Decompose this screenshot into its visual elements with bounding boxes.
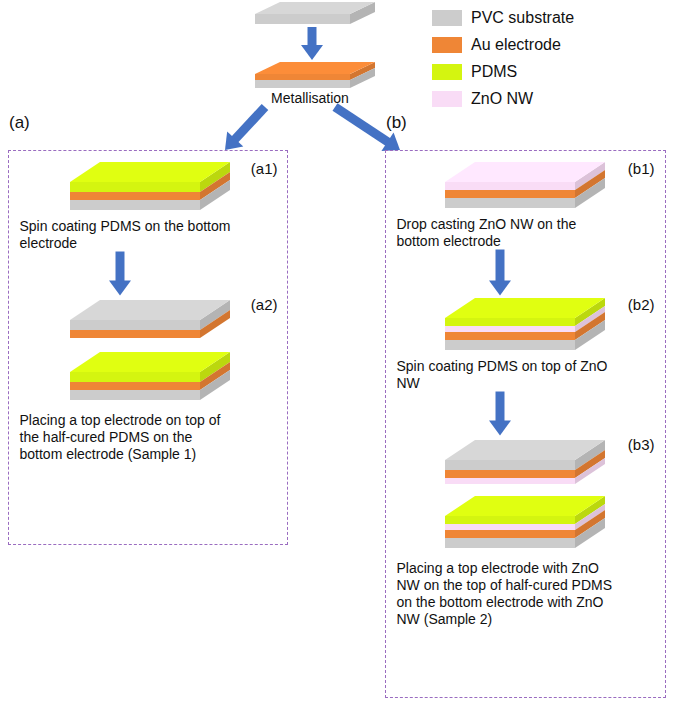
process-step: (b1) Drop casting ZnO NW on the bottom el… xyxy=(391,160,661,250)
legend-swatch xyxy=(432,10,462,26)
route-heading: (a) xyxy=(9,113,287,133)
step-number: (b2) xyxy=(391,296,661,314)
process-route-box: (b)(b1)Drop casting ZnO NW on the bottom… xyxy=(385,150,666,698)
legend-swatch xyxy=(432,37,462,53)
legend-label: PVC substrate xyxy=(471,8,574,27)
layer-front xyxy=(445,538,575,548)
layer-side xyxy=(575,458,605,484)
arrow-shaft xyxy=(335,107,388,142)
layer-top xyxy=(445,162,605,182)
layer-front xyxy=(70,182,200,192)
process-arrow xyxy=(489,392,511,436)
arrow-shaft xyxy=(496,392,505,422)
legend-label: Au electrode xyxy=(471,35,561,54)
layer-front xyxy=(445,182,575,190)
process-arrow xyxy=(225,107,265,150)
arrow-shaft xyxy=(116,252,125,282)
step-caption: Spin coating PDMS on the bottom electrod… xyxy=(14,218,235,252)
layer-top xyxy=(445,496,605,516)
legend-label: PDMS xyxy=(471,62,517,81)
layer-top xyxy=(70,300,230,320)
arrow-head xyxy=(301,45,323,60)
layer-front xyxy=(445,190,575,198)
layer-front xyxy=(445,470,575,478)
process-arrow xyxy=(308,27,317,47)
step-caption: Drop casting ZnO NW on the bottom electr… xyxy=(391,216,619,250)
layer-stack xyxy=(255,62,375,88)
legend-swatch xyxy=(432,64,462,80)
layer-front xyxy=(70,330,200,338)
arrow-shaft xyxy=(235,107,265,140)
legend-entry: Au electrode xyxy=(432,35,561,54)
layer-top xyxy=(70,162,230,182)
layer-stack xyxy=(445,162,605,208)
step-number: (b3) xyxy=(391,436,661,454)
layer-front xyxy=(255,14,350,24)
legend-entry: PDMS xyxy=(432,62,517,81)
layer-stack xyxy=(70,352,230,400)
layer-front xyxy=(255,74,350,80)
layer-side xyxy=(575,178,605,208)
layer-front xyxy=(70,372,200,382)
arrow-shaft xyxy=(496,250,505,282)
layer-side xyxy=(200,370,230,400)
layer-front xyxy=(445,198,575,208)
legend-entry: ZnO NW xyxy=(432,89,533,108)
step-number: (a1) xyxy=(14,160,284,178)
layer-stack xyxy=(445,298,605,350)
arrow-head xyxy=(489,421,511,436)
layer-front xyxy=(445,340,575,350)
layer-stack xyxy=(255,2,375,24)
layer-stack xyxy=(70,300,230,338)
layer-front xyxy=(445,460,575,470)
step-number: (a2) xyxy=(14,296,284,314)
layer-top xyxy=(255,62,375,74)
process-arrow xyxy=(109,252,131,296)
layer-front xyxy=(70,192,200,200)
legend-entry: PVC substrate xyxy=(432,8,574,27)
step-caption: Metallisation xyxy=(240,90,380,107)
layer-top xyxy=(445,298,605,318)
process-step: (b3) Placing a top electrode with ZnO NW … xyxy=(391,436,661,628)
process-step: Metallisation xyxy=(240,62,380,107)
route-heading: (b) xyxy=(386,113,665,133)
layer-front xyxy=(445,516,575,524)
step-caption: Placing a top electrode on top of the ha… xyxy=(14,412,235,463)
arrow-head xyxy=(489,281,511,296)
arrow-head xyxy=(381,133,400,151)
layer-front xyxy=(70,390,200,400)
process-step: (a2) Placing a top electrode on top of th… xyxy=(14,296,284,463)
layer-front xyxy=(70,382,200,390)
process-route-box: (a)(a1)Spin coating PDMS on the bottom e… xyxy=(8,150,288,545)
layer-front xyxy=(445,530,575,538)
layer-top xyxy=(445,440,605,460)
layer-top xyxy=(70,352,230,372)
layer-stack xyxy=(70,162,230,210)
layer-front xyxy=(445,478,575,484)
process-arrow xyxy=(489,250,511,296)
step-caption: Placing a top electrode with ZnO NW on t… xyxy=(391,560,619,628)
step-caption: Spin coating PDMS on top of ZnO NW xyxy=(391,358,619,392)
layer-front xyxy=(70,200,200,210)
layer-front xyxy=(445,524,575,530)
layer-front xyxy=(445,326,575,332)
layer-side xyxy=(575,320,605,350)
legend-swatch xyxy=(432,91,462,107)
arrow-head xyxy=(225,132,243,150)
layer-front xyxy=(255,80,350,88)
layer-stack xyxy=(445,496,605,548)
layer-front xyxy=(70,320,200,330)
process-step: (b2) Spin coating PDMS on top of ZnO NW xyxy=(391,296,661,392)
layer-front xyxy=(445,318,575,326)
layer-stack xyxy=(445,440,605,484)
process-step: (a1) Spin coating PDMS on the bottom elec… xyxy=(14,160,284,252)
legend-label: ZnO NW xyxy=(471,89,533,108)
layer-top xyxy=(255,2,375,14)
arrow-head xyxy=(109,281,131,296)
layer-front xyxy=(445,332,575,340)
layer-side xyxy=(200,180,230,210)
layer-side xyxy=(575,518,605,548)
step-number: (b1) xyxy=(391,160,661,178)
